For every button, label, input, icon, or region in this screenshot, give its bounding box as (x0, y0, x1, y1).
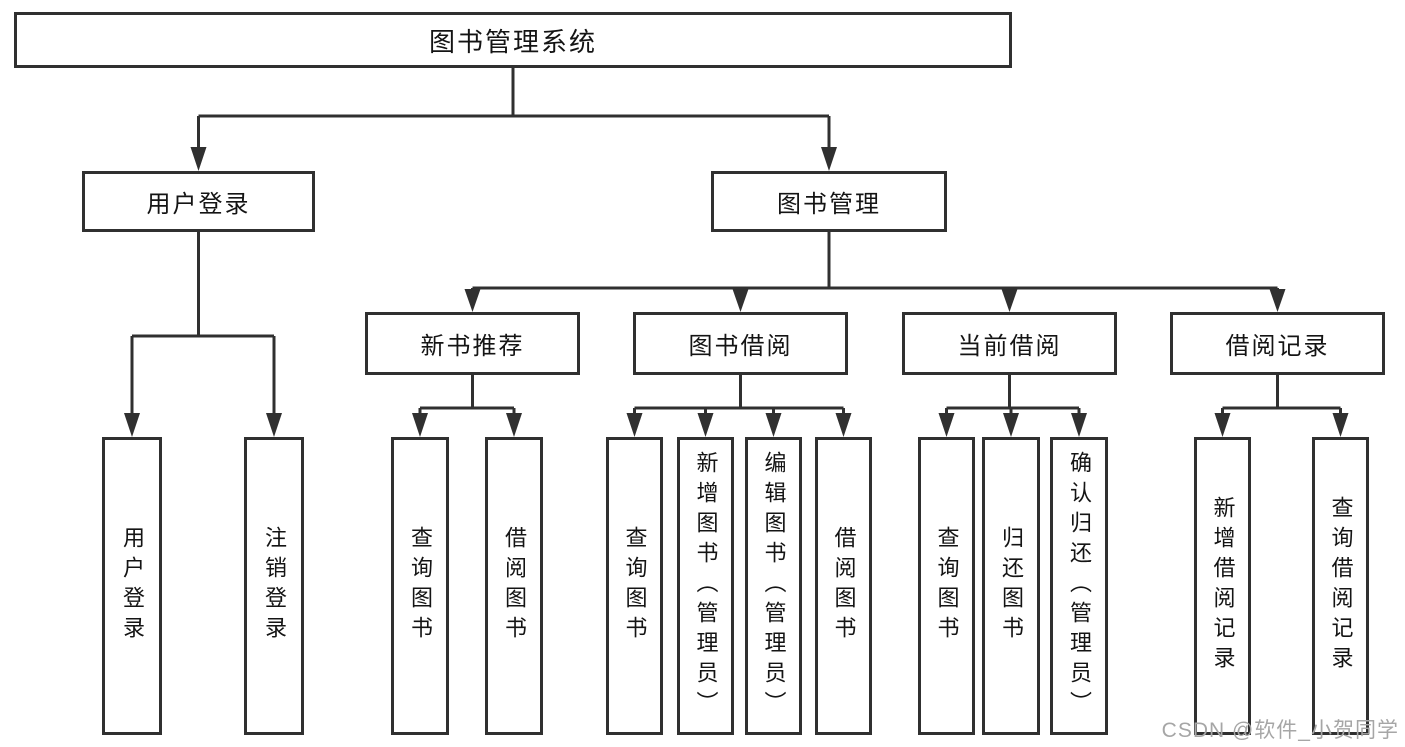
node-label: 归还图书 (999, 526, 1024, 646)
node-book-borrowing: 图书借阅 (633, 312, 848, 375)
leaf-cb-query-books: 查询图书 (918, 437, 975, 735)
node-label: 注销登录 (262, 526, 287, 646)
arrowhead (732, 289, 749, 312)
node-book-management: 图书管理 (711, 171, 947, 232)
leaf-user-login: 用户登录 (102, 437, 162, 735)
arrowhead (821, 147, 837, 171)
connector-user-login-children (124, 232, 282, 437)
node-label: 新书推荐 (420, 333, 525, 360)
arrowhead (1269, 289, 1286, 312)
node-label: 编辑图书（管理员） (761, 451, 787, 721)
node-library-system: 图书管理系统 (14, 12, 1012, 68)
leaf-cb-confirm-return-admin: 确认归还（管理员） (1050, 437, 1108, 735)
connector-new-book-rec-children (412, 375, 522, 437)
csdn-watermark: CSDN @软件_小贺同学 (1161, 719, 1399, 742)
connector-book-mgmt-children (464, 232, 1286, 312)
leaf-bb-edit-books-admin: 编辑图书（管理员） (745, 437, 802, 735)
leaf-bb-query-books: 查询图书 (606, 437, 663, 735)
leaf-bb-add-books-admin: 新增图书（管理员） (677, 437, 734, 735)
arrowhead (1332, 413, 1349, 437)
leaf-br-add-record: 新增借阅记录 (1194, 437, 1251, 735)
connector-current-borrow-children (938, 375, 1087, 437)
arrowhead (124, 413, 140, 437)
node-label: 查询图书 (408, 526, 433, 646)
connector-book-borrow-children (626, 375, 852, 437)
leaf-logout-login: 注销登录 (244, 437, 304, 735)
arrowhead (765, 413, 782, 437)
arrowhead (266, 413, 282, 437)
leaf-nbr-borrow-books: 借阅图书 (485, 437, 543, 735)
node-label: 用户登录 (146, 191, 251, 218)
arrowhead (1214, 413, 1231, 437)
node-user-login: 用户登录 (82, 171, 315, 232)
node-label: 新增图书（管理员） (693, 451, 719, 721)
node-label: 借阅图书 (831, 526, 857, 646)
arrowhead (835, 413, 852, 437)
node-current-borrowing: 当前借阅 (902, 312, 1117, 375)
arrowhead (412, 413, 428, 437)
arrowhead (190, 147, 207, 171)
connector-root-to-level2 (190, 68, 837, 171)
node-borrowing-records: 借阅记录 (1170, 312, 1385, 375)
node-new-book-recommend: 新书推荐 (365, 312, 580, 375)
leaf-nbr-query-books: 查询图书 (391, 437, 449, 735)
connector-borrow-records-children (1214, 375, 1349, 437)
node-label: 查询借阅记录 (1328, 496, 1354, 676)
node-label: 查询图书 (622, 526, 648, 646)
node-label: 图书管理 (777, 191, 881, 218)
leaf-br-query-record: 查询借阅记录 (1312, 437, 1369, 735)
arrowhead (1001, 289, 1018, 312)
node-label: 查询图书 (934, 526, 960, 646)
arrowhead (938, 413, 955, 437)
arrowhead (1003, 413, 1019, 437)
node-label: 当前借阅 (957, 333, 1062, 360)
arrowhead (626, 413, 643, 437)
node-label: 确认归还（管理员） (1067, 451, 1092, 721)
node-label: 借阅图书 (502, 526, 527, 646)
node-label: 图书管理系统 (428, 26, 597, 57)
arrowhead (506, 413, 522, 437)
leaf-bb-borrow-books: 借阅图书 (815, 437, 872, 735)
arrowhead (697, 413, 714, 437)
node-label: 借阅记录 (1225, 333, 1330, 360)
node-label: 用户登录 (120, 526, 145, 646)
arrowhead (1071, 413, 1087, 437)
node-label: 图书借阅 (688, 333, 793, 360)
node-label: 新增借阅记录 (1210, 496, 1236, 676)
arrowhead (464, 289, 481, 312)
leaf-cb-return-books: 归还图书 (982, 437, 1040, 735)
